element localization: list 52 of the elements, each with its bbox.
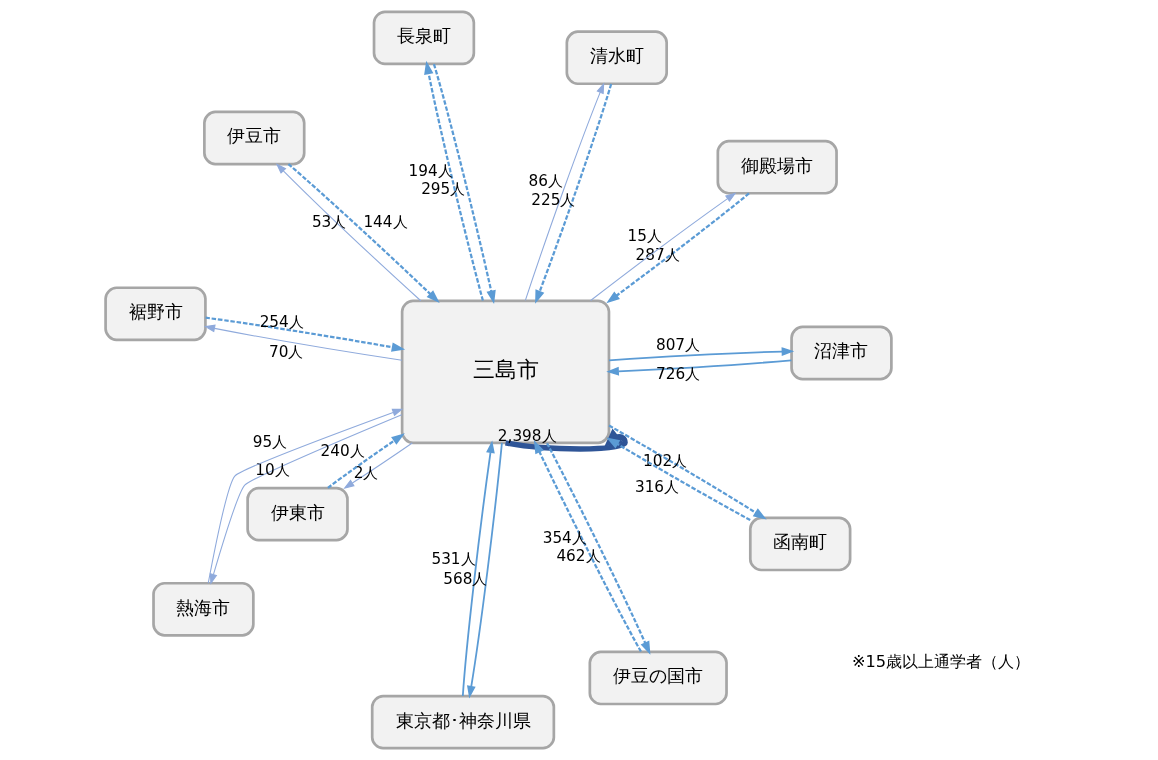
- arrow: [608, 424, 767, 520]
- label: ※15歳以上通学者（人）: [851, 651, 1030, 671]
- edge-label: 807人: [655, 336, 700, 355]
- arrow: [534, 83, 612, 304]
- edge-label: 70人: [268, 342, 303, 361]
- arrow: [423, 60, 484, 301]
- edge-label: 254人: [259, 313, 304, 332]
- edge-label: 531人: [430, 550, 476, 569]
- edge-label: 86人: [528, 171, 563, 190]
- node-box: 熱海市: [151, 581, 255, 637]
- edge-label: 726人: [655, 365, 700, 384]
- node-box: 伊豆の国市: [588, 650, 728, 706]
- edge-label: 102人: [642, 452, 687, 471]
- arrow: [545, 442, 650, 655]
- edge-label: 95人: [252, 433, 287, 452]
- node-box: 沼津市: [789, 325, 893, 381]
- node-box: 裾野市: [103, 286, 207, 342]
- edge-label: 15人: [626, 227, 662, 246]
- arrow: [461, 440, 495, 697]
- arrow: [524, 82, 604, 301]
- arrow: [275, 163, 421, 302]
- node-box: 伊豆市: [202, 110, 306, 166]
- edge-label: 10人: [254, 460, 290, 479]
- arrow: [203, 324, 402, 361]
- arrow: [605, 192, 750, 304]
- edge-label: 53人: [311, 213, 346, 232]
- edge-label: 2,398人: [497, 426, 557, 445]
- edge-label: 354人: [542, 529, 587, 548]
- arrow: [432, 63, 496, 304]
- node-box: 長泉町: [372, 10, 475, 66]
- arrow: [607, 347, 794, 362]
- arrow: [605, 359, 792, 376]
- edge-label: 295人: [420, 179, 465, 198]
- arrow: [533, 440, 642, 653]
- arrow: [466, 442, 503, 699]
- node-box: 東京都･神奈川県: [370, 694, 555, 750]
- arrow: [605, 437, 751, 522]
- edge-label: 144人: [362, 212, 408, 231]
- node-box: 函南町: [748, 516, 851, 572]
- arrow: [205, 316, 405, 352]
- edge-label: 194人: [408, 162, 453, 181]
- node-box: 伊東市: [245, 486, 349, 542]
- arrow: [342, 442, 413, 489]
- edge-label: 240人: [320, 442, 365, 461]
- node-box: 清水町: [565, 30, 668, 86]
- edge-label: 225人: [530, 190, 575, 209]
- arrow: [326, 433, 405, 489]
- arrow: [287, 163, 440, 303]
- arrow: [589, 192, 736, 302]
- edge-label: 316人: [634, 478, 679, 497]
- node-box: 御殿場市: [716, 139, 838, 195]
- edge-label: 462人: [555, 547, 601, 566]
